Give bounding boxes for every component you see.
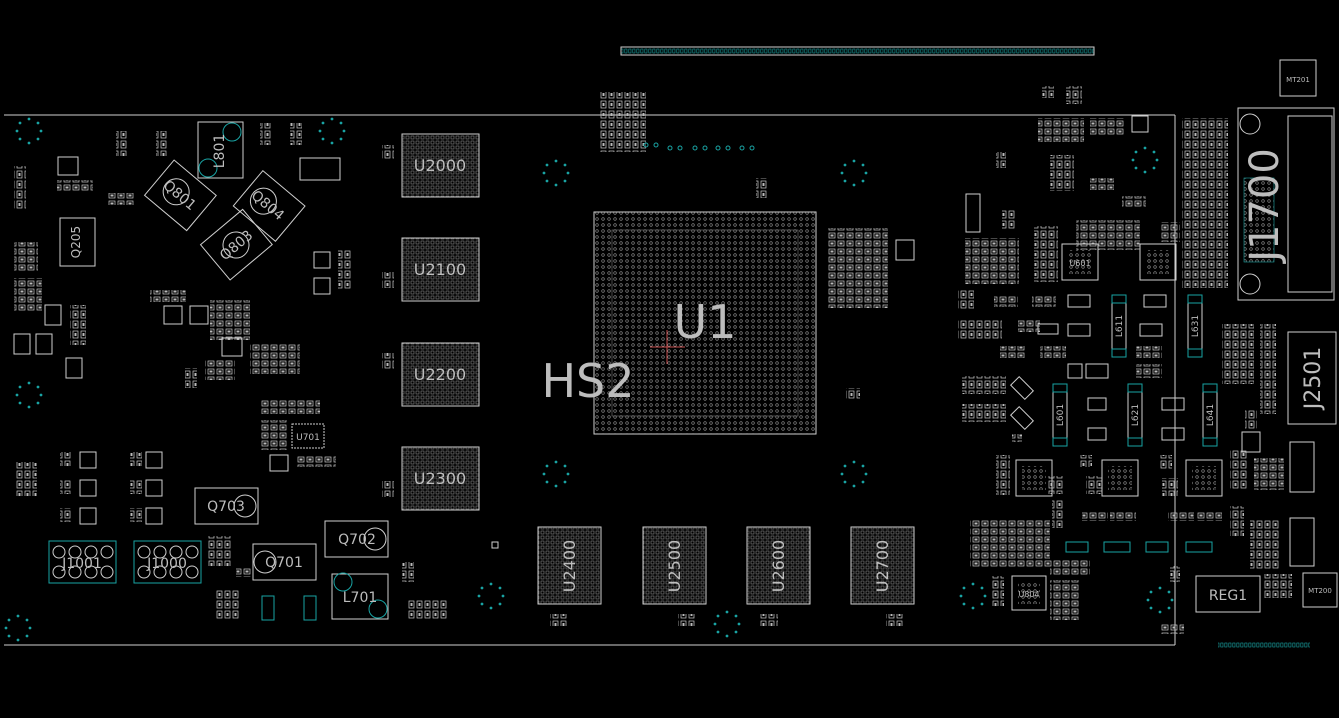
inductor-l641: L641 [1202, 383, 1218, 447]
memory-chip-u2700: U2700 [850, 526, 915, 605]
inductor-l631: L631 [1187, 294, 1203, 358]
qfn-ic-right-4 [1101, 459, 1139, 497]
connector-j2501: J2501 [1287, 331, 1337, 425]
svg-text:Q205: Q205 [69, 226, 83, 258]
svg-text:U2200: U2200 [414, 365, 466, 384]
mosfet-q205: Q205 [59, 217, 96, 267]
svg-text:U601: U601 [1069, 259, 1090, 268]
memory-chip-u2200: U2200 [401, 342, 480, 407]
power-connector-j1000: J1000 [133, 540, 202, 584]
qfn-ic-u804: U804 [1011, 575, 1047, 611]
svg-text:U2500: U2500 [665, 540, 684, 592]
right-smd-components [958, 86, 1222, 634]
svg-text:Q803: Q803 [217, 228, 256, 265]
svg-text:Q703: Q703 [207, 499, 245, 515]
qfn-ic-right-3 [1015, 459, 1053, 497]
svg-text:L621: L621 [1131, 404, 1141, 426]
power-connector-j1001: J1001 [48, 540, 117, 584]
svg-text:U2700: U2700 [873, 540, 892, 592]
far-right-smd-components [1182, 118, 1315, 598]
mosfet-q803: Q803 [199, 208, 273, 281]
svg-text:L801: L801 [212, 134, 228, 169]
svg-text:Q701: Q701 [265, 555, 303, 571]
regulator-reg1: REG1 [1195, 575, 1261, 613]
svg-text:MT200: MT200 [1308, 587, 1332, 595]
svg-text:L701: L701 [343, 590, 378, 606]
svg-text:Q804: Q804 [248, 188, 287, 225]
svg-text:J1000: J1000 [146, 556, 187, 572]
inductor-l621: L621 [1127, 383, 1143, 447]
inductor-l801: L801 [197, 121, 244, 179]
svg-text:U701: U701 [296, 433, 320, 443]
svg-text:Q801: Q801 [160, 178, 199, 215]
qfn-ic-right-2 [1139, 243, 1177, 281]
gpu-u1: U1 [593, 211, 817, 435]
qfn-ic-u601: U601 [1061, 243, 1099, 281]
mosfet-q702: Q702 [324, 520, 389, 558]
svg-text:J2501: J2501 [1301, 347, 1326, 411]
svg-text:L601: L601 [1056, 404, 1066, 426]
qfn-ic-right-5 [1185, 459, 1223, 497]
svg-text:L631: L631 [1191, 315, 1201, 337]
inductor-l611: L611 [1111, 294, 1127, 358]
heatsink-label: HS2 [541, 354, 634, 408]
mosfet-q701: Q701 [252, 543, 317, 581]
top-edge-connector [620, 46, 1095, 56]
svg-text:U2400: U2400 [560, 540, 579, 592]
svg-text:U2000: U2000 [414, 156, 466, 175]
svg-text:U804: U804 [1018, 590, 1039, 599]
inductor-l701: L701 [331, 572, 389, 620]
memory-chip-u2500: U2500 [642, 526, 707, 605]
svg-text:J1001: J1001 [61, 556, 102, 572]
mounting-via-rings [4, 117, 1174, 642]
svg-text:U2100: U2100 [414, 260, 466, 279]
controller-u701: U701 [291, 423, 325, 449]
mosfet-q703: Q703 [194, 487, 259, 525]
gpu-label: U1 [674, 295, 737, 349]
left-smd-components [13, 123, 448, 621]
mount-mt201: MT201 [1279, 59, 1317, 97]
svg-text:U2300: U2300 [414, 469, 466, 488]
mount-mt200: MT200 [1302, 572, 1338, 608]
svg-text:Q702: Q702 [338, 532, 376, 548]
board-outline [4, 114, 1176, 646]
svg-text:REG1: REG1 [1209, 588, 1247, 604]
svg-text:J1700: J1700 [1242, 148, 1288, 265]
memory-chip-u2100: U2100 [401, 237, 480, 302]
memory-chip-u2300: U2300 [401, 446, 480, 511]
memory-chip-u2000: U2000 [401, 133, 480, 198]
svg-text:L611: L611 [1115, 315, 1125, 337]
memory-chip-u2400: U2400 [537, 526, 602, 605]
inductor-l601: L601 [1052, 383, 1068, 447]
svg-text:L641: L641 [1206, 404, 1216, 426]
bottom-edge-connector [1218, 642, 1310, 648]
display-connector-j1700: J1700 [1237, 107, 1335, 301]
memory-chip-u2600: U2600 [746, 526, 811, 605]
svg-text:U2600: U2600 [769, 540, 788, 592]
top-center-smd-components [491, 92, 915, 626]
svg-text:MT201: MT201 [1286, 76, 1310, 84]
mosfet-q801: Q801 [143, 159, 217, 232]
